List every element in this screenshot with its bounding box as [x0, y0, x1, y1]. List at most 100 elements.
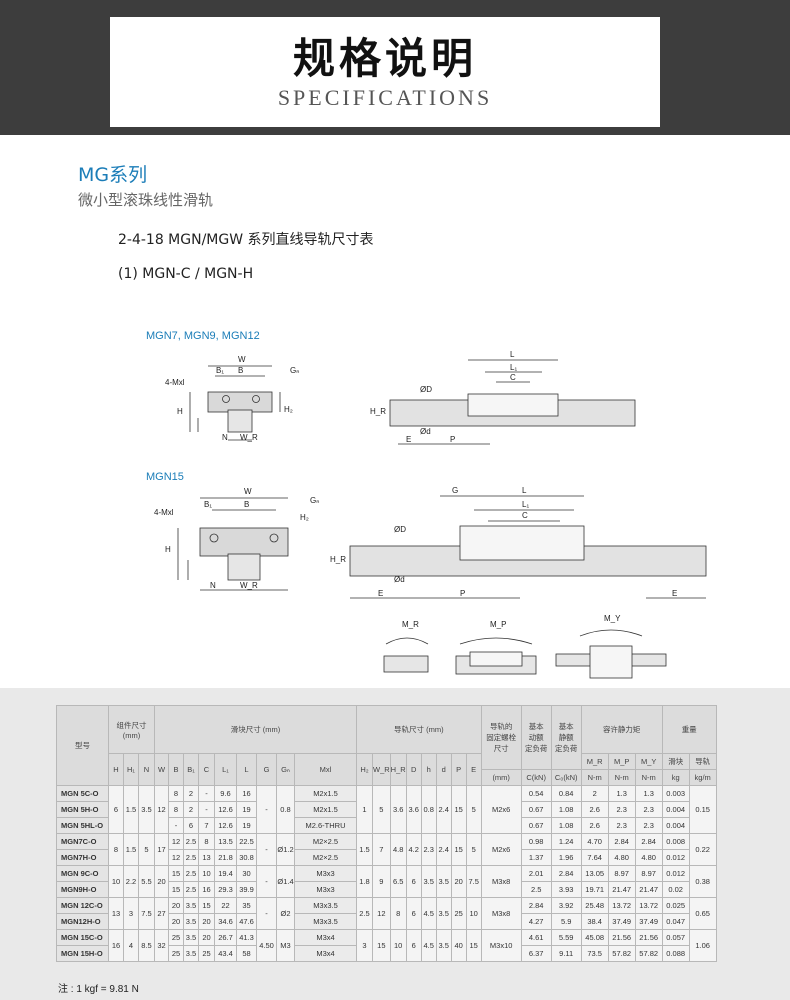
cell-N: 8.5: [138, 929, 155, 962]
subheader-10: Gₙ: [276, 753, 295, 786]
cell-L: 47.6: [236, 913, 257, 930]
cell-Gn: Ø2: [276, 897, 295, 930]
cell-Mxl: M3x3: [294, 865, 357, 882]
page-title: 规格说明: [292, 34, 477, 83]
cell-WR: 9: [372, 865, 391, 898]
cell-MP: 2.3: [607, 801, 636, 818]
cell-Mxl: M3x4: [294, 929, 357, 946]
cell-C0: 5.9: [550, 913, 582, 930]
cell-L1: 22: [214, 897, 237, 914]
cell-H1: 1.5: [123, 833, 139, 866]
header-model: 型号: [56, 705, 109, 786]
cell-bolt: M3x8: [480, 897, 522, 930]
cell-C0: 0.84: [550, 785, 582, 802]
dim2-P: P: [460, 589, 465, 598]
cell-L: 39.9: [236, 881, 257, 898]
cell-P: 25: [450, 897, 467, 930]
cell-H1: 1.5: [123, 785, 139, 834]
cell-E: 5: [465, 785, 482, 834]
cell-rail-weight: 0.65: [688, 897, 717, 930]
cell-Gn: M3: [276, 929, 295, 962]
cell-HR: 3.6: [389, 785, 407, 834]
model-cell: MGN7H-O: [56, 849, 109, 866]
model-cell: MGN 5C-O: [56, 785, 109, 802]
cell-L: 58: [236, 945, 257, 962]
cell-MP: 13.72: [607, 897, 636, 914]
cell-C0: 3.92: [550, 897, 582, 914]
cell-h: 2.3: [420, 833, 437, 866]
header-rail: 导轨尺寸 (mm): [356, 705, 482, 754]
cell-H1: 4: [123, 929, 139, 962]
cell-B: -: [168, 817, 184, 834]
cell-B1: 2.5: [183, 881, 199, 898]
cell-L1: 12.6: [214, 817, 237, 834]
cell-MR: 2.6: [580, 817, 609, 834]
cell-H2: 1.5: [356, 833, 373, 866]
cell-rail-weight: 0.38: [688, 865, 717, 898]
cell-D: 6: [405, 929, 422, 962]
cell-L: 35: [236, 897, 257, 914]
cell-MY: 37.49: [634, 913, 663, 930]
dim2-B1: B₁: [204, 500, 212, 509]
dim2-H: H: [165, 545, 171, 554]
dim2-E-left: E: [378, 589, 383, 598]
header-band: 规格说明 SPECIFICATIONS: [0, 0, 790, 135]
cell-W: 27: [154, 897, 169, 930]
dim-L: L: [510, 350, 515, 359]
cell-Mxl: M2.6-THRU: [294, 817, 357, 834]
cell-Mxl: M2x1.5: [294, 785, 357, 802]
subheader-12: H₂: [356, 753, 373, 786]
cell-L: 22.5: [236, 833, 257, 850]
cell-kg: 0.088: [661, 945, 690, 962]
cell-G: -: [256, 833, 277, 866]
model-cell: MGN 5HL-O: [56, 817, 109, 834]
subheader-18: P: [450, 753, 467, 786]
cell-HR: 10: [389, 929, 407, 962]
cell-Gn: 0.8: [276, 785, 295, 834]
cell-MY: 2.3: [634, 801, 663, 818]
cell-d: 2.4: [435, 785, 452, 834]
dim2-E-right: E: [672, 589, 677, 598]
dim2-mx: 4-Mxl: [154, 508, 174, 517]
cell-kg: 0.02: [661, 881, 690, 898]
cell-Gn: Ø1.4: [276, 865, 295, 898]
cell-B1: 2.5: [183, 865, 199, 882]
cell-B1: 2.5: [183, 849, 199, 866]
subheader-8: L: [236, 753, 257, 786]
model-cell: MGN 9C-O: [56, 865, 109, 882]
cell-L: 19: [236, 817, 257, 834]
cell-C_dyn: 2.01: [520, 865, 552, 882]
cell-C0: 1.96: [550, 849, 582, 866]
header-moment: 容许静力矩: [580, 705, 663, 754]
cell-kg: 0.025: [661, 897, 690, 914]
subheader-6: C: [198, 753, 215, 786]
cell-WR: 5: [372, 785, 391, 834]
cell-C: 8: [198, 833, 215, 850]
cell-B: 8: [168, 801, 184, 818]
dim-B: B: [238, 366, 243, 375]
group2-label: MGN15: [146, 471, 184, 483]
cell-N: 7.5: [138, 897, 155, 930]
cell-MR: 4.70: [580, 833, 609, 850]
cell-B1: 6: [183, 817, 199, 834]
cell-HR: 4.8: [389, 833, 407, 866]
cell-H: 16: [108, 929, 124, 962]
cell-kg: 0.004: [661, 817, 690, 834]
moment-sub-1: M_P: [607, 753, 636, 770]
cell-B1: 3.5: [183, 929, 199, 946]
dim-D: ØD: [420, 385, 432, 394]
cell-C: 20: [198, 929, 215, 946]
cell-MR: 19.71: [580, 881, 609, 898]
cell-Mxl: M2×2.5: [294, 833, 357, 850]
cell-H: 8: [108, 833, 124, 866]
dyn-unit: C(kN): [520, 769, 552, 786]
cell-W: 20: [154, 865, 169, 898]
cell-MR: 73.5: [580, 945, 609, 962]
subheader-4: B: [168, 753, 184, 786]
cell-C0: 9.11: [550, 945, 582, 962]
model-cell: MGN 15H-O: [56, 945, 109, 962]
